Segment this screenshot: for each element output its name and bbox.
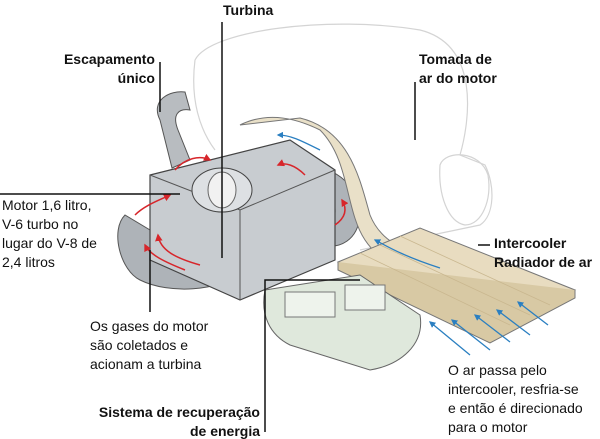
label-line: intercooler, resfria-se	[448, 381, 579, 397]
label-line: ar do motor	[419, 70, 497, 86]
label-line: Sistema de recuperação	[98, 404, 260, 420]
label-line: Tomada de	[419, 51, 492, 67]
leader-lines	[0, 22, 490, 432]
label-line: lugar do V-8 de	[2, 235, 97, 251]
label-line: Escapamento	[63, 51, 155, 67]
air-flow-arrows	[276, 131, 549, 356]
exhaust-pipe	[157, 91, 191, 169]
label-line: V-6 turbo no	[2, 216, 79, 232]
label-gases: Os gases do motor são coletados e aciona…	[90, 317, 208, 374]
label-line: acionam a turbina	[90, 356, 202, 372]
label-exhaust: Escapamento único	[40, 50, 155, 88]
label-engine: Motor 1,6 litro, V-6 turbo no lugar do V…	[2, 196, 97, 272]
label-line: de energia	[189, 423, 260, 439]
label-line: único	[117, 70, 155, 86]
label-line: Radiador de ar	[494, 254, 593, 270]
label-air-flow: O ar passa pelo intercooler, resfria-se …	[448, 361, 583, 437]
label-turbine: Turbina	[223, 2, 274, 18]
label-line: e então é direcionado	[448, 400, 583, 416]
label-air-intake: Tomada de ar do motor	[419, 50, 497, 88]
label-line: Motor 1,6 litro,	[2, 197, 92, 213]
label-line: Intercooler	[494, 235, 567, 251]
label-line: Os gases do motor	[90, 318, 209, 334]
label-energy-recovery: Sistema de recuperação de energia	[60, 403, 260, 439]
label-intercooler: Intercooler Radiador de ar	[494, 234, 592, 272]
label-line: para o motor	[448, 419, 528, 435]
label-line: são coletados e	[90, 337, 189, 353]
exhaust-flow-arrows	[134, 153, 349, 271]
label-line: 2,4 litros	[2, 254, 55, 270]
label-line: O ar passa pelo	[448, 362, 547, 378]
